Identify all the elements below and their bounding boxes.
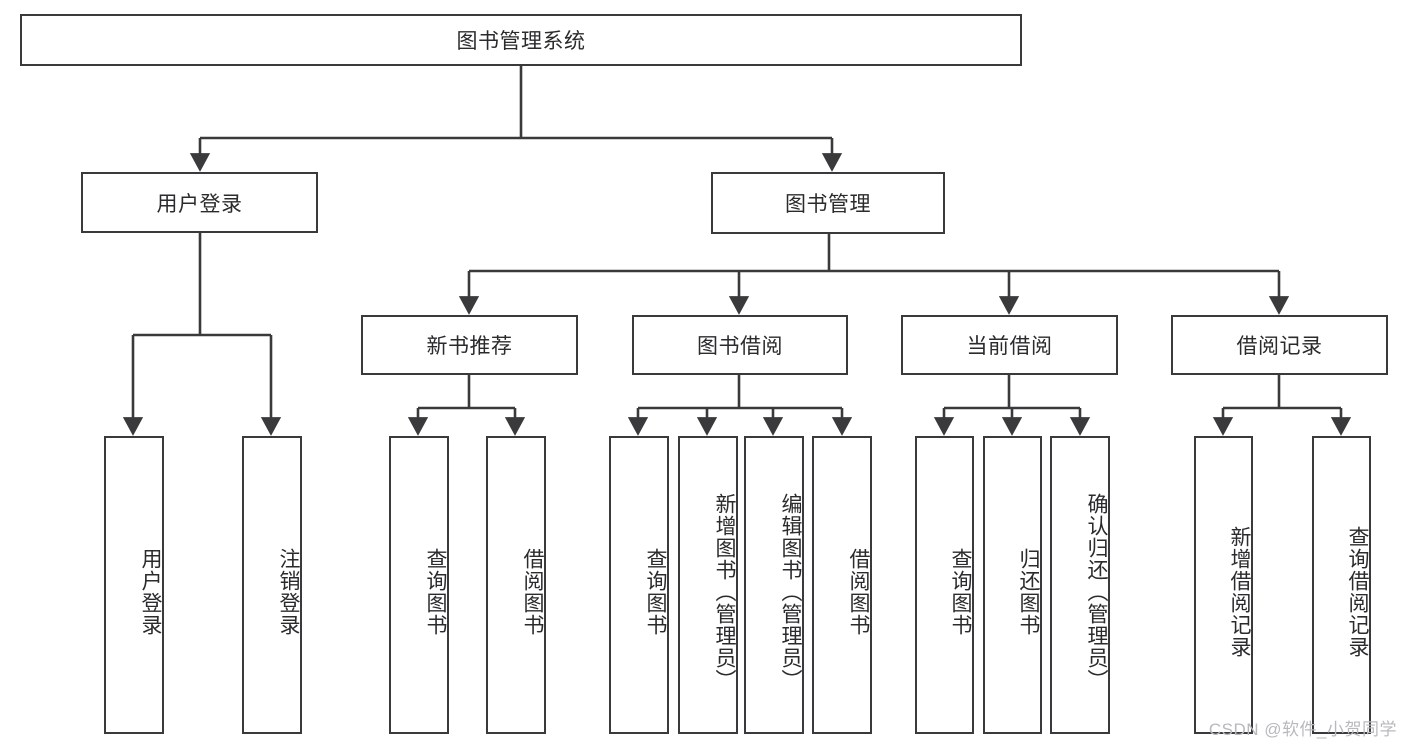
node-label: 用户登录 [156, 192, 243, 216]
node-label: 借阅图书 [521, 548, 544, 636]
node-label: 用户登录 [139, 548, 162, 636]
node-label: 编辑图书（管理员） [779, 493, 802, 691]
leaf-book-borrow-add-book-admin[interactable]: 新增图书（管理员） [678, 436, 738, 734]
node-label: 当前借阅 [966, 335, 1053, 358]
leaf-current-borrow-return-book[interactable]: 归还图书 [983, 436, 1042, 734]
node-label: 确认归还（管理员） [1085, 493, 1108, 691]
node-borrow-record[interactable]: 借阅记录 [1171, 315, 1388, 375]
node-current-borrow[interactable]: 当前借阅 [901, 315, 1118, 375]
leaf-borrow-record-query-record[interactable]: 查询借阅记录 [1312, 436, 1371, 734]
node-label: 归还图书 [1017, 548, 1040, 636]
node-label: 查询图书 [644, 548, 667, 636]
leaf-book-borrow-query-book[interactable]: 查询图书 [609, 436, 669, 734]
node-label: 注销登录 [277, 548, 300, 636]
leaf-book-borrow-edit-book-admin[interactable]: 编辑图书（管理员） [744, 436, 804, 734]
leaf-current-borrow-query-book[interactable]: 查询图书 [915, 436, 974, 734]
leaf-borrow-record-add-record[interactable]: 新增借阅记录 [1194, 436, 1253, 734]
node-new-book-recommend[interactable]: 新书推荐 [361, 315, 578, 375]
node-label: 查询图书 [949, 548, 972, 636]
leaf-new-book-borrow-book[interactable]: 借阅图书 [486, 436, 546, 734]
node-label: 查询图书 [424, 548, 447, 636]
node-label: 查询借阅记录 [1346, 526, 1369, 658]
node-user-login[interactable]: 用户登录 [81, 172, 318, 233]
node-book-borrow[interactable]: 图书借阅 [632, 315, 848, 375]
node-label: 新增借阅记录 [1228, 526, 1251, 658]
node-book-management-system[interactable]: 图书管理系统 [20, 14, 1022, 66]
leaf-user-login-logout[interactable]: 注销登录 [242, 436, 302, 734]
node-label: 借阅记录 [1236, 335, 1323, 358]
leaf-book-borrow-borrow-book[interactable]: 借阅图书 [812, 436, 872, 734]
node-label: 借阅图书 [847, 548, 870, 636]
node-label: 图书管理 [785, 193, 871, 216]
leaf-new-book-query-book[interactable]: 查询图书 [389, 436, 449, 734]
node-label: 新书推荐 [426, 335, 513, 358]
node-label: 新增图书（管理员） [713, 493, 736, 691]
node-book-management[interactable]: 图书管理 [711, 172, 945, 234]
leaf-user-login-login[interactable]: 用户登录 [104, 436, 164, 734]
node-label: 图书借阅 [697, 335, 783, 358]
leaf-current-borrow-confirm-return-admin[interactable]: 确认归还（管理员） [1050, 436, 1110, 734]
node-label: 图书管理系统 [456, 30, 586, 53]
